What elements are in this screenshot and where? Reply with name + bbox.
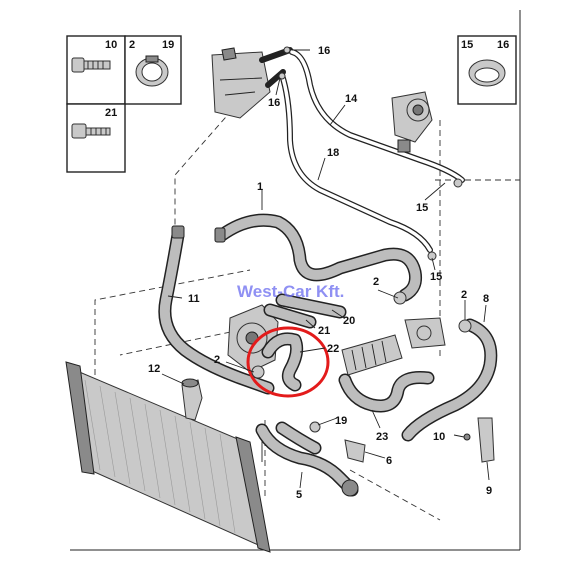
callout-5: 5 — [296, 489, 302, 501]
watermark-text: West-Car Kft. — [237, 282, 344, 301]
callout-23: 23 — [376, 431, 388, 443]
hose-8 — [401, 318, 498, 442]
callout-10: 10 — [433, 431, 445, 443]
inset-label-10: 10 — [105, 39, 117, 51]
callout-2-right: 2 — [461, 289, 467, 301]
callout-labels: 16 16 14 18 15 15 1 11 2 2 8 20 21 22 2 … — [148, 45, 492, 501]
hose-18 — [279, 72, 433, 253]
callout-15-mid: 15 — [430, 271, 442, 283]
callout-11: 11 — [188, 293, 200, 305]
hose-5 — [255, 421, 359, 497]
inset-label-19: 19 — [162, 39, 174, 51]
hose-clip-icon — [468, 59, 506, 87]
inset-label-16: 16 — [497, 39, 509, 51]
expansion-tank — [211, 47, 293, 119]
radiator — [65, 361, 271, 553]
callout-1: 1 — [257, 181, 263, 193]
leader-lines — [161, 49, 490, 489]
callout-16-mid: 16 — [268, 97, 280, 109]
callout-2-pump: 2 — [214, 354, 220, 366]
callout-9: 9 — [486, 485, 492, 497]
clamps — [251, 46, 472, 433]
hose-22 — [261, 332, 304, 392]
callout-21: 21 — [318, 325, 330, 337]
egr-cooler — [341, 317, 446, 376]
callout-14: 14 — [345, 93, 358, 105]
control-valve — [391, 91, 433, 153]
bolt-10-icon — [71, 57, 111, 73]
callout-2-upper: 2 — [373, 276, 379, 288]
callout-8: 8 — [483, 293, 489, 305]
bracket-12 — [181, 378, 203, 421]
inset-label-21: 21 — [105, 107, 117, 119]
pipe-21 — [263, 303, 317, 329]
callout-22: 22 — [327, 343, 339, 355]
callout-12: 12 — [148, 363, 160, 375]
inset-label-2: 2 — [129, 39, 135, 51]
callout-18: 18 — [327, 147, 339, 159]
callout-6: 6 — [386, 455, 392, 467]
hose-14 — [289, 49, 465, 183]
inset-label-15: 15 — [461, 39, 473, 51]
hose-1 — [214, 213, 422, 302]
bolt-21-icon — [71, 123, 111, 139]
callout-19: 19 — [335, 415, 347, 427]
hose-23 — [338, 371, 435, 413]
callout-15-top: 15 — [416, 202, 428, 214]
callout-20: 20 — [343, 315, 355, 327]
bracket-6 — [344, 439, 366, 463]
inset-fasteners: 10 2 19 21 — [66, 35, 182, 173]
hose-11 — [158, 225, 275, 395]
pipe-20 — [275, 293, 347, 319]
clamp-icon — [135, 55, 169, 87]
highlight-circle — [246, 326, 330, 398]
inset-clip: 15 16 — [457, 35, 517, 105]
bracket-9 — [463, 417, 495, 463]
callout-16-top: 16 — [318, 45, 330, 57]
